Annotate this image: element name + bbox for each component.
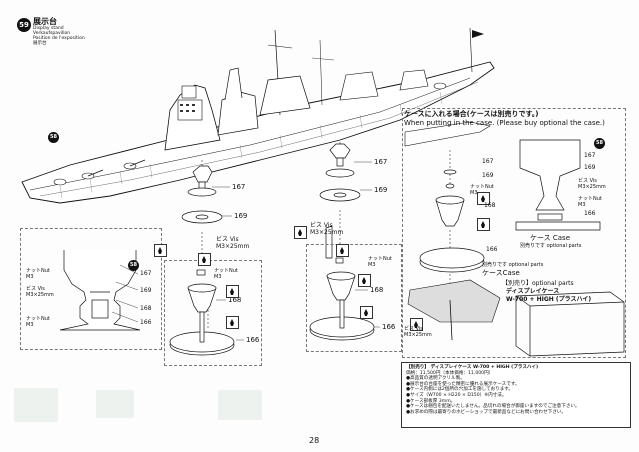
- case-part-167: 167: [482, 158, 494, 165]
- case-section-title-ja: ケースに入れる場合(ケースは別売りです。): [404, 110, 539, 118]
- info-line: ●サイズ（W700 × H220 × D150）※内寸法。: [406, 392, 507, 398]
- optional-product-en: W-700 + HIGH (プラスハイ): [506, 296, 592, 303]
- cut-part-166: 166: [584, 210, 596, 217]
- glue-icon: [360, 306, 373, 319]
- nut-label-center: ナットNut: [368, 256, 392, 262]
- part-number-166-center: 166: [382, 323, 396, 331]
- case-diagram-box: [402, 108, 626, 358]
- glue-icon: [477, 192, 490, 205]
- part-number-168: 168: [228, 296, 242, 304]
- case-screw-label: ビス Vis: [404, 326, 423, 332]
- screw-label-left: ビス Vis: [216, 236, 239, 243]
- cut-part-169: 169: [584, 164, 596, 171]
- inset-part-168: 168: [140, 305, 152, 312]
- info-line: ●ケースは梱包を配送いたしません。品切れの場合が御座いますのでご注意下さい。: [406, 404, 580, 410]
- optional-header: 【別売り】optional parts: [502, 280, 574, 287]
- step-title-de: Verkaufspavillon: [33, 31, 71, 36]
- part-number-168-center: 168: [370, 286, 384, 294]
- cut-optional-note: 別売りです optional parts: [520, 243, 582, 249]
- ref-mark-case: 58: [594, 138, 605, 149]
- nut-spec-left: M3: [214, 274, 222, 280]
- case-optional-note: 別売りです optional parts: [482, 262, 544, 268]
- bleed-through-mark: [218, 390, 262, 420]
- part-number-167: 167: [232, 183, 246, 191]
- cut-part-167: 167: [584, 152, 596, 159]
- case-part-168: 168: [484, 202, 496, 209]
- bleed-through-mark: [96, 390, 134, 418]
- inset-part-167: 167: [140, 270, 152, 277]
- optional-case-info-box: 【別売り】 ディスプレイケース W-700 + HIGH (プラスハイ) 価格：…: [401, 362, 631, 428]
- ref-mark-inset: 58: [128, 260, 139, 271]
- glue-icon: [477, 218, 490, 231]
- glue-icon: [358, 274, 371, 287]
- cut-screw-spec: M3×25mm: [578, 184, 606, 190]
- screw-spec-center: M3×25mm: [310, 229, 344, 236]
- cut-nut-spec: M3: [578, 202, 586, 208]
- inset-nut-label: ナットNut: [26, 268, 50, 274]
- glue-icon: [410, 318, 423, 331]
- case-nut-spec: M3: [470, 190, 478, 196]
- screw-label-center: ビス Vis: [310, 222, 333, 229]
- glue-icon: [226, 285, 239, 298]
- cut-screw-label: ビス Vis: [578, 178, 597, 184]
- info-line: ●ケース部板厚 3mm。: [406, 398, 456, 404]
- step-title-zh: 展示台: [33, 41, 47, 46]
- info-line: ●高品質の透明アクリル製。: [406, 376, 465, 382]
- case-nut-label: ナットNut: [470, 184, 494, 190]
- info-line: ●展示台の台座を使った精密に優れる展示ケースです。: [406, 381, 520, 387]
- inset-screw-label: ビス Vis: [26, 286, 45, 292]
- glue-icon: [198, 253, 211, 266]
- part-number-166: 166: [246, 336, 260, 344]
- inset-nut-spec: M3: [26, 274, 34, 280]
- inset-part-169: 169: [140, 287, 152, 294]
- screw-detail-box-left: [164, 260, 262, 366]
- info-line: 価格：11,500円（本体価格：11,000円）: [406, 370, 494, 376]
- case-screw-spec: M3×25mm: [404, 332, 432, 338]
- glue-icon: [336, 244, 349, 257]
- inset-cross-section-box: [20, 228, 162, 350]
- info-title: 【別売り】 ディスプレイケース W-700 + HIGH (プラスハイ): [406, 365, 539, 370]
- step-title-en: Display stand: [33, 26, 64, 31]
- bleed-through-mark: [14, 388, 58, 422]
- glue-icon: [154, 244, 167, 257]
- cut-case-label: ケース Case: [530, 234, 571, 242]
- step-title: 展示台: [33, 17, 57, 26]
- page-number: 28: [309, 436, 320, 445]
- info-line: ●お求めの際は最寄りのホビーショップで最新品などにお問い合わせ下さい。: [406, 409, 567, 415]
- step-title-fr: Position de l'exposition: [33, 36, 85, 41]
- nut-spec-center: M3: [368, 262, 376, 268]
- optional-product-ja: ディスプレイケース: [506, 288, 560, 295]
- part-number-167-center: 167: [374, 158, 388, 166]
- part-number-169: 169: [234, 212, 248, 220]
- cut-nut-label: ナットNut: [578, 196, 602, 202]
- screw-detail-box-center: [306, 244, 402, 352]
- part-number-169-center: 169: [374, 186, 388, 194]
- case-label: ケースCase: [482, 269, 520, 277]
- case-part-169: 169: [482, 172, 494, 179]
- inset-part-166: 166: [140, 319, 152, 326]
- info-line: ●ケース内側には2個所の穴加工を施しております。: [406, 387, 514, 393]
- inset-nut-spec-2: M3: [26, 322, 34, 328]
- inset-screw-spec: M3×25mm: [26, 292, 54, 298]
- nut-label-left: ナットNut: [214, 268, 238, 274]
- glue-icon: [294, 226, 307, 239]
- ref-mark-main: 58: [48, 132, 59, 143]
- screw-spec-left: M3×25mm: [216, 243, 250, 250]
- glue-icon: [226, 316, 239, 329]
- inset-nut-label-2: ナットNut: [26, 316, 50, 322]
- case-part-166: 166: [486, 246, 498, 253]
- case-section-title-en: When putting in the case. (Please buy op…: [404, 119, 605, 127]
- step-number: 59: [17, 18, 31, 32]
